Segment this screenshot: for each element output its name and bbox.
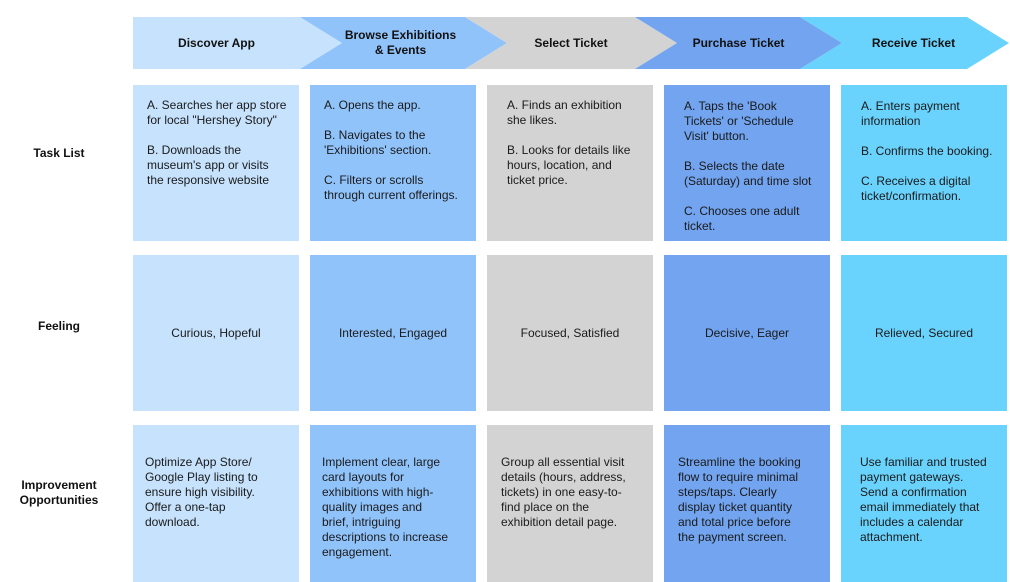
task-item: A. Finds an exhibition she likes. (507, 98, 622, 127)
feeling-cell-purchase: Decisive, Eager (664, 255, 830, 411)
opportunity-cell-receive: Use familiar and trusted payment gateway… (841, 425, 1007, 582)
task-cell-receive: A. Enters payment information B. Confirm… (841, 85, 1007, 241)
task-item: C. Filters or scrolls through current of… (324, 173, 458, 202)
stage-label-discover: Discover App (178, 35, 255, 50)
opportunity-cell-discover: Optimize App Store/ Google Play listing … (133, 425, 299, 582)
opportunity-cell-browse: Implement clear, large card layouts for … (310, 425, 476, 582)
task-item: B. Selects the date (Saturday) and time … (684, 159, 812, 188)
feeling-cell-discover: Curious, Hopeful (133, 255, 299, 411)
task-item: C. Receives a digital ticket/confirmatio… (861, 174, 971, 203)
task-cell-purchase: A. Taps the 'Book Tickets' or 'Schedule … (664, 85, 830, 241)
opportunity-cell-select: Group all essential visit details (hours… (487, 425, 653, 582)
opportunity-cell-purchase: Streamline the booking flow to require m… (664, 425, 830, 582)
row-label-feeling: Feeling (37, 319, 80, 333)
stage-label-purchase: Purchase Ticket (692, 35, 785, 50)
stage-arrow-browse (300, 17, 507, 69)
feeling-cell-receive: Relieved, Secured (841, 255, 1007, 411)
feeling-cell-select: Focused, Satisfied (487, 255, 653, 411)
stage-label-select: Select Ticket (534, 35, 608, 50)
stage-arrow-select (465, 17, 677, 69)
row-label-task-list: Task List (33, 146, 85, 160)
task-item: B. Looks for details like hours, locatio… (507, 143, 631, 187)
task-item: A. Searches her app store for local "Her… (147, 98, 287, 127)
stage-label-receive: Receive Ticket (871, 35, 956, 50)
feeling-cell-browse: Interested, Engaged (310, 255, 476, 411)
task-item: A. Enters payment information (861, 99, 960, 128)
stage-arrow-purchase (635, 17, 842, 69)
row-label-improvement: Improvement Opportunities (19, 478, 99, 507)
task-item: A. Opens the app. (324, 98, 421, 112)
task-item: B. Downloads the museum's app or visits … (147, 143, 270, 187)
task-cell-select: A. Finds an exhibition she likes. B. Loo… (487, 85, 653, 241)
stage-label-browse: Browse Exhibitions & Events (344, 28, 457, 57)
task-item: B. Navigates to the 'Exhibitions' sectio… (324, 128, 432, 157)
stage-arrows (133, 17, 1009, 69)
task-item: B. Confirms the booking. (861, 144, 993, 158)
task-cell-browse: A. Opens the app. B. Navigates to the 'E… (310, 85, 476, 241)
stage-arrow-discover (133, 17, 342, 69)
task-item: C. Chooses one adult ticket. (684, 204, 800, 233)
stage-arrow-receive (800, 17, 1009, 69)
task-item: A. Taps the 'Book Tickets' or 'Schedule … (684, 99, 794, 143)
task-cell-discover: A. Searches her app store for local "Her… (133, 85, 299, 241)
